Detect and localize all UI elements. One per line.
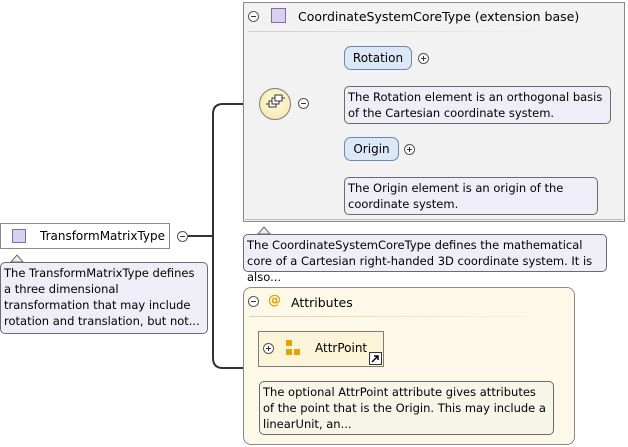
extension-annotation: The CoordinateSystemCoreType defines the…	[243, 234, 607, 284]
element-rotation-label: Rotation	[352, 51, 404, 65]
type-node[interactable]: TransformMatrixType	[0, 223, 170, 249]
shortcut-arrow-icon[interactable]	[369, 352, 382, 365]
collapse-extension-button[interactable]	[248, 11, 259, 22]
attribute-group-icon	[286, 340, 300, 355]
origin-annotation-text: The Origin element is an origin of the c…	[348, 181, 564, 211]
element-rotation[interactable]: Rotation	[344, 46, 412, 70]
extension-header-divider	[248, 31, 548, 32]
rotation-annotation-text: The Rotation element is an orthogonal ba…	[348, 90, 603, 120]
sequence-compositor[interactable]	[259, 88, 291, 120]
origin-annotation: The Origin element is an origin of the c…	[344, 177, 598, 215]
extension-type-icon	[271, 8, 286, 23]
at-sign-icon: @	[268, 293, 281, 308]
element-origin-label: Origin	[353, 142, 390, 156]
rotation-annotation: The Rotation element is an orthogonal ba…	[344, 86, 611, 124]
attributes-header-divider	[250, 316, 550, 317]
collapse-type-button[interactable]	[177, 231, 188, 242]
sequence-icon	[266, 94, 285, 108]
collapse-attributes-button[interactable]	[248, 296, 259, 307]
extension-title: CoordinateSystemCoreType (extension base…	[298, 9, 580, 24]
expand-origin-button[interactable]	[404, 144, 415, 155]
attribute-group-attrpoint[interactable]: AttrPoint	[258, 331, 384, 367]
type-annotation-text: The TransformMatrixType defines a three …	[4, 266, 200, 328]
type-annotation: The TransformMatrixType defines a three …	[0, 262, 208, 334]
attrpoint-annotation-text: The optional AttrPoint attribute gives a…	[263, 385, 546, 431]
attrpoint-annotation: The optional AttrPoint attribute gives a…	[259, 381, 554, 435]
attributes-title: Attributes	[291, 295, 353, 310]
expand-rotation-button[interactable]	[418, 53, 429, 64]
complex-type-icon	[12, 229, 26, 243]
collapse-sequence-button[interactable]	[298, 98, 309, 109]
attrpoint-label: AttrPoint	[315, 341, 368, 355]
extension-annotation-text: The CoordinateSystemCoreType defines the…	[247, 238, 593, 284]
expand-attrpoint-button[interactable]	[263, 343, 274, 354]
element-origin[interactable]: Origin	[344, 137, 399, 161]
type-name: TransformMatrixType	[40, 229, 166, 243]
